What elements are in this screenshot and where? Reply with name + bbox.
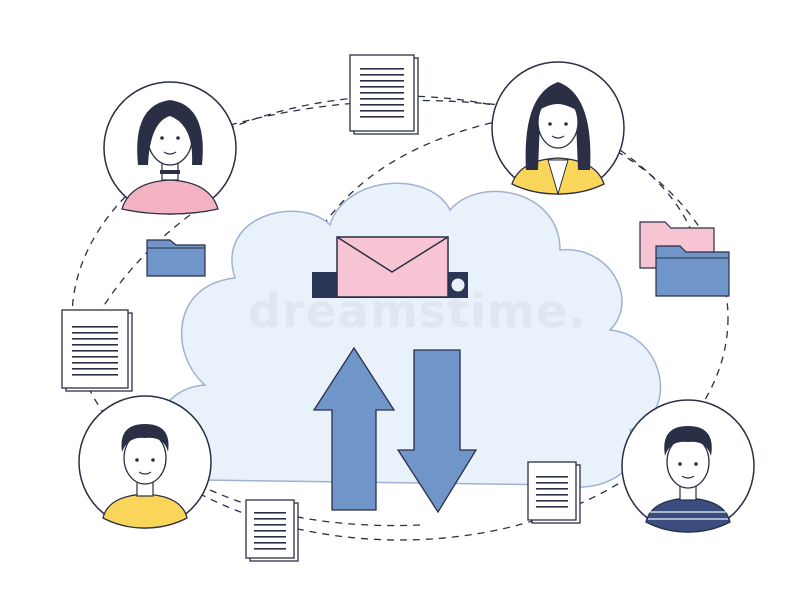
envelope-icon [336, 236, 449, 298]
download-arrow-icon [396, 349, 478, 514]
user-avatar-man-striped-shirt [621, 399, 755, 533]
upload-arrow-icon [312, 346, 396, 511]
document-icon [349, 54, 419, 135]
user-avatar-woman-long-hair [491, 61, 625, 196]
user-avatar-man-yellow-shirt [78, 395, 212, 529]
dashed-link-bottom [209, 489, 421, 527]
dashed-link-left [94, 214, 191, 321]
folder-icon [655, 245, 730, 297]
document-icon [61, 309, 133, 392]
user-avatar-woman-short-hair [103, 81, 237, 215]
dashed-link-diagonal [319, 114, 531, 231]
envelope-group [312, 236, 468, 298]
envelope-bar-knob [448, 275, 468, 295]
document-icon [527, 461, 581, 524]
dashed-link-right [619, 149, 701, 261]
folder-icon [146, 239, 206, 277]
document-icon [245, 499, 299, 562]
cloud-shape [154, 182, 662, 488]
